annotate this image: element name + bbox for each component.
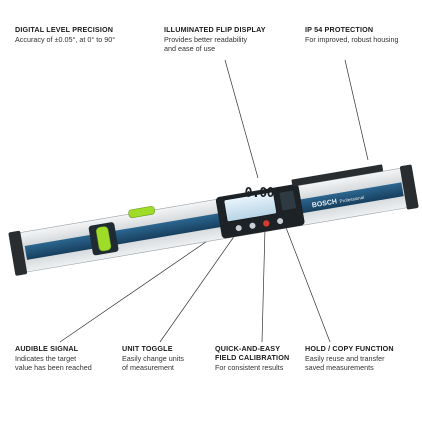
leader-line-unit — [159, 227, 241, 343]
end-cap-right — [399, 164, 419, 210]
callout-digital-level-precision: DIGITAL LEVEL PRECISION Accuracy of ±0.0… — [15, 25, 165, 44]
callout-description: For consistent results — [215, 363, 284, 372]
callout-description: For improved, robust housing — [305, 35, 399, 44]
leader-line-audible — [59, 223, 233, 343]
callout-title: AUDIBLE SIGNAL — [15, 344, 79, 353]
top-vial — [128, 206, 155, 218]
unit-button — [249, 222, 256, 229]
leader-line-flip — [224, 59, 259, 179]
calibration-button — [263, 220, 270, 227]
leader-line-hold — [284, 224, 331, 343]
top-ledge — [291, 164, 384, 187]
callout-description: Accuracy of ±0.05°, at 0° to 90° — [15, 35, 116, 44]
hold-button — [277, 218, 284, 225]
callout-audible-signal: AUDIBLE SIGNAL Indicates the target valu… — [15, 344, 120, 372]
display-hinge — [279, 190, 296, 211]
callout-description: Indicates the target value has been reac… — [15, 354, 92, 372]
callout-description: Easily reuse and transfer saved measurem… — [305, 354, 385, 372]
callout-title: IP 54 PROTECTION — [305, 25, 374, 34]
callout-title: UNIT TOGGLE — [122, 344, 173, 353]
power-button — [235, 225, 242, 232]
callout-title: QUICK-AND-EASY FIELD CALIBRATION — [215, 344, 290, 362]
callout-field-calibration: QUICK-AND-EASY FIELD CALIBRATION For con… — [215, 344, 305, 372]
model-label: Professional — [339, 195, 364, 204]
leader-line-ip — [344, 59, 369, 161]
callout-unit-toggle: UNIT TOGGLE Easily change units of measu… — [122, 344, 212, 372]
callout-title: HOLD / COPY FUNCTION — [305, 344, 394, 353]
callout-description: Provides better readability and ease of … — [164, 35, 248, 53]
callout-ip54-protection: IP 54 PROTECTION For improved, robust ho… — [305, 25, 420, 44]
leader-line-calib — [261, 227, 266, 343]
callout-hold-copy-function: HOLD / COPY FUNCTION Easily reuse and tr… — [305, 344, 420, 372]
callout-illuminated-flip-display: ILLUMINATED FLIP DISPLAY Provides better… — [164, 25, 294, 53]
vertical-vial — [95, 226, 112, 252]
end-cap-left — [8, 230, 28, 276]
level-body: BOSCH Professional — [8, 164, 419, 276]
leader-lines — [59, 59, 369, 343]
lcd-screen — [223, 191, 277, 222]
callout-title: ILLUMINATED FLIP DISPLAY — [164, 25, 266, 34]
blue-stripe — [24, 182, 404, 260]
callout-description: Easily change units of measurement — [122, 354, 184, 372]
brand-label: BOSCH — [311, 198, 337, 209]
callout-title: DIGITAL LEVEL PRECISION — [15, 25, 114, 34]
display-reading: 0.00° — [244, 186, 282, 201]
